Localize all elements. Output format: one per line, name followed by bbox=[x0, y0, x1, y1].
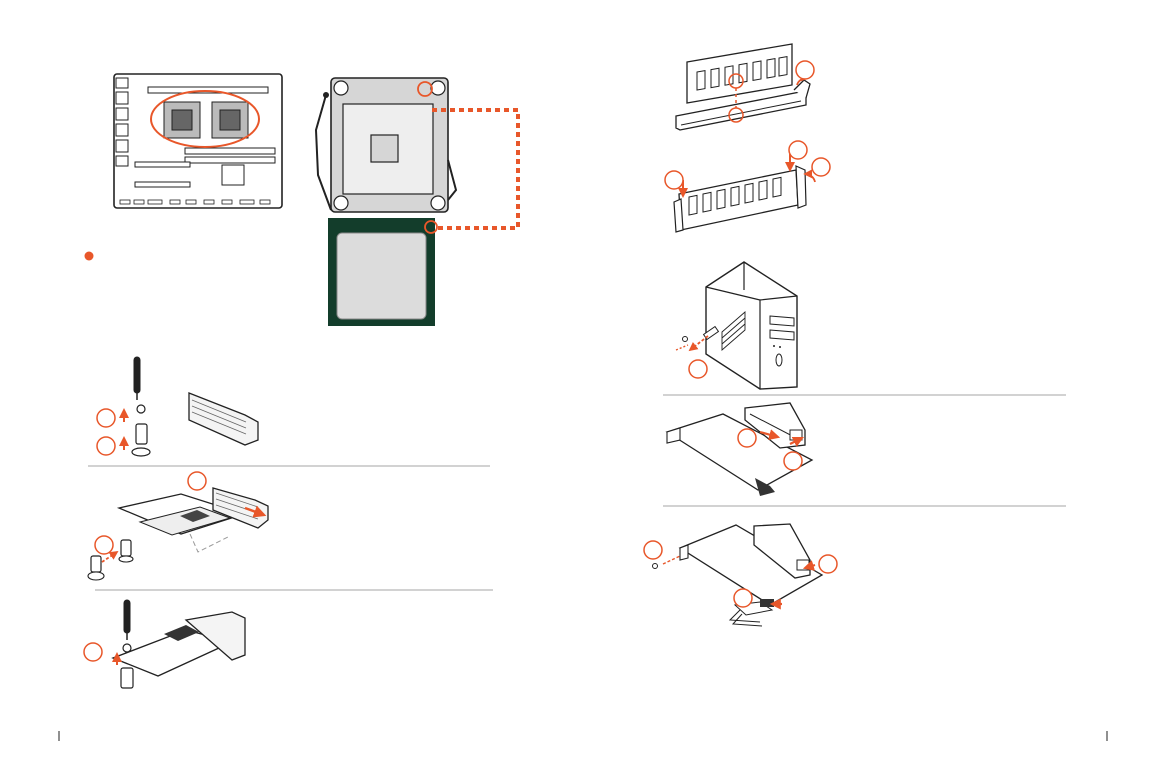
dimm-alignment-icon bbox=[676, 0, 814, 130]
cpu-socket-left-icon bbox=[164, 102, 200, 138]
cpu-socket-icon bbox=[316, 78, 456, 212]
step-callout-1 bbox=[97, 409, 115, 427]
step-callout-5 bbox=[84, 643, 102, 661]
step-callout-1 bbox=[689, 360, 707, 378]
m2-screw-fastening-icon bbox=[84, 603, 245, 688]
step-callout-4 bbox=[812, 158, 830, 176]
step-callout-3 bbox=[789, 141, 807, 159]
dimm-insertion-icon bbox=[665, 141, 830, 232]
orange-bullet-icon bbox=[85, 252, 94, 261]
pcie-card-insertion-icon bbox=[667, 403, 812, 496]
step-callout-2 bbox=[819, 555, 837, 573]
step-callout-1 bbox=[796, 61, 814, 79]
step-callout-2 bbox=[665, 171, 683, 189]
step-callout-1 bbox=[644, 541, 662, 559]
step-callout-3 bbox=[734, 589, 752, 607]
step-callout-3 bbox=[784, 452, 802, 470]
motherboard-layout-icon bbox=[114, 74, 282, 208]
cpu-chip-icon bbox=[328, 218, 437, 326]
pcie-card-securing-icon bbox=[644, 524, 837, 626]
cpu-socket-right-icon bbox=[212, 102, 248, 138]
case-slot-cover-icon bbox=[676, 262, 797, 389]
step-callout-2 bbox=[97, 437, 115, 455]
step-callout-4 bbox=[95, 536, 113, 554]
step-callout-3 bbox=[188, 472, 206, 490]
m2-card-insertion-icon bbox=[88, 472, 268, 580]
step-callout-2 bbox=[738, 429, 756, 447]
m2-standoff-removal-icon bbox=[97, 360, 258, 456]
